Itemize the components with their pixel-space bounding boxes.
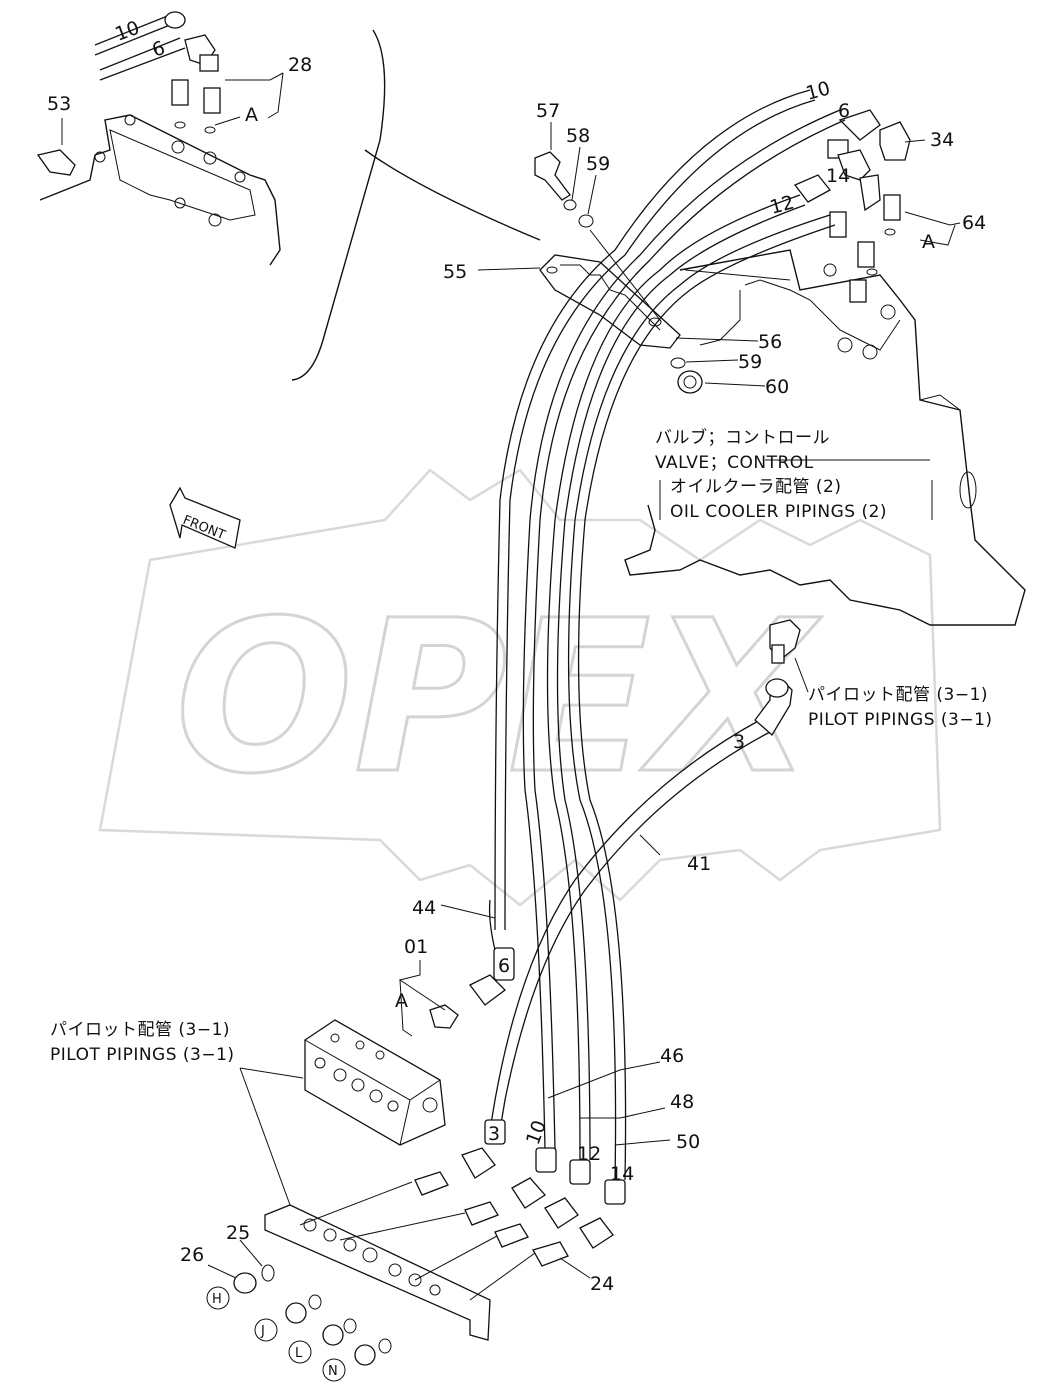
callout-h: H: [212, 1292, 222, 1307]
callout-53: 53: [47, 93, 71, 115]
callout-10-hose: 10: [522, 1117, 551, 1147]
callout-12-hose: 12: [577, 1143, 601, 1165]
watermark-text: OPEX: [175, 575, 822, 820]
inset-detail: [36, 11, 541, 381]
callout-a-inset: A: [245, 104, 258, 126]
callout-60: 60: [765, 376, 789, 398]
callout-10-top: 10: [804, 77, 833, 105]
callout-44: 44: [412, 897, 436, 919]
callout-64: 64: [962, 212, 986, 234]
callout-59-top: 59: [586, 153, 610, 175]
control-valve-outline: [624, 109, 1026, 626]
manifold-block: [206, 1019, 591, 1382]
callout-34: 34: [930, 129, 954, 151]
callout-01: 01: [404, 936, 428, 958]
note-pilot-left-en: PILOT PIPINGS (3−1): [50, 1045, 235, 1065]
callout-12-top: 12: [768, 191, 797, 219]
callout-3-hose: 3: [488, 1123, 500, 1145]
hose-clamp: [477, 122, 766, 394]
callout-48: 48: [670, 1091, 694, 1113]
callout-28: 28: [288, 54, 312, 76]
callout-n: N: [328, 1364, 338, 1379]
callout-3: 3: [733, 731, 745, 753]
callout-14-top: 14: [826, 165, 850, 187]
callout-41: 41: [687, 853, 711, 875]
note-valve-en: VALVE；CONTROL: [655, 453, 814, 473]
callout-55: 55: [443, 261, 467, 283]
callout-59-bottom: 59: [738, 351, 762, 373]
callout-50: 50: [676, 1131, 700, 1153]
callout-26: 26: [180, 1244, 204, 1266]
callout-a-valve: A: [922, 231, 935, 253]
note-oil-en: OIL COOLER PIPINGS (2): [670, 502, 887, 522]
callout-24: 24: [590, 1273, 614, 1295]
callout-6-inset: 6: [149, 37, 168, 62]
note-pilot-right-jp: パイロット配管 (3−1): [808, 685, 988, 705]
callout-a-block: A: [395, 990, 408, 1012]
callout-j: J: [260, 1324, 265, 1339]
opex-watermark: OPEX: [98, 468, 942, 907]
front-arrow: FRONT: [169, 486, 241, 549]
callout-labels: 10 6 28 53 A 57 58 59 10 6 34 12 14 64 A…: [47, 17, 986, 1379]
hose-bundle: [398, 89, 933, 1249]
note-pilot-left-jp: パイロット配管 (3−1): [50, 1020, 230, 1040]
callout-25: 25: [226, 1222, 250, 1244]
note-pilot-right-en: PILOT PIPINGS (3−1): [808, 710, 993, 730]
callout-58: 58: [566, 125, 590, 147]
note-oil-jp: オイルクーラ配管 (2): [670, 477, 841, 497]
callout-14-hose: 14: [610, 1163, 634, 1185]
callout-6-hose: 6: [498, 955, 510, 977]
callout-6-top: 6: [838, 100, 850, 122]
callout-46: 46: [660, 1045, 684, 1067]
callout-56: 56: [758, 331, 782, 353]
callout-57: 57: [536, 100, 560, 122]
callout-10-inset: 10: [112, 17, 142, 46]
callout-l: L: [295, 1346, 303, 1361]
notes: バルブ；コントロール VALVE；CONTROL オイルクーラ配管 (2) OI…: [50, 427, 993, 1065]
note-valve-jp: バルブ；コントロール: [655, 427, 830, 448]
